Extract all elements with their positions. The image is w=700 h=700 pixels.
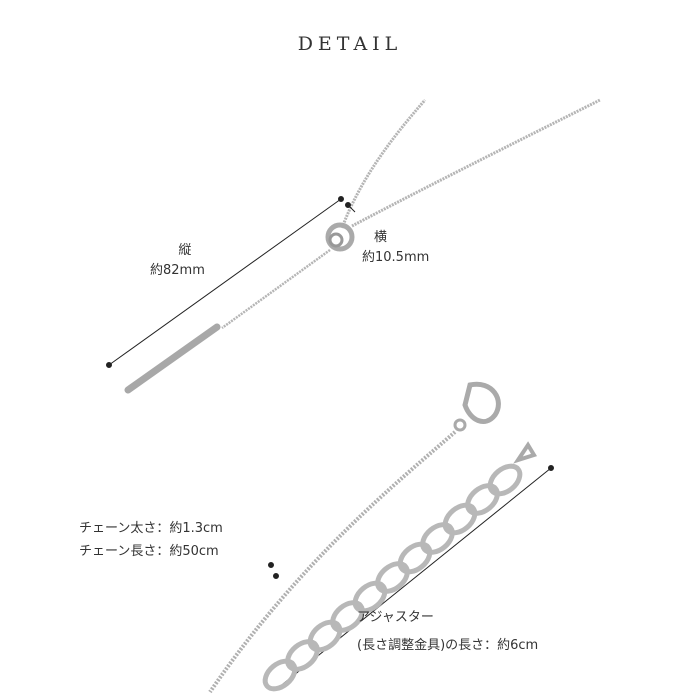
chain-left: [340, 99, 427, 229]
extender-link: [487, 463, 523, 497]
bar-pendant: [124, 323, 221, 394]
vertical-label: 縦: [178, 243, 192, 258]
horizontal-value: 約10.5mm: [362, 250, 430, 265]
drop-tag-icon: [513, 441, 538, 464]
vertical-measure-line: [108, 198, 342, 366]
extender-link: [262, 658, 298, 692]
lobster-clasp-icon: [462, 381, 501, 424]
fine-chain: [208, 430, 457, 694]
vertical-value: 約82mm: [150, 263, 205, 278]
extender-link: [420, 522, 455, 555]
extender-link: [307, 619, 343, 653]
chain-thickness: チェーン太さ：約1.3cm: [79, 521, 223, 536]
adjuster-length: (長さ調整金具)の長さ：約6cm: [357, 638, 539, 653]
chain-spec-label: チェーン太さ：約1.3cm チェーン長さ：約50cm: [79, 517, 223, 563]
pendant-necklace: [124, 98, 601, 394]
chain-right: [351, 98, 601, 228]
horizontal-label: 横: [374, 230, 388, 245]
extender-link: [375, 561, 410, 594]
extender-link: [330, 600, 365, 633]
extender-chain: [262, 463, 523, 692]
adjuster-spec-label: アジャスター (長さ調整金具)の長さ：約6cm: [357, 604, 538, 660]
horizontal-measure-label: 横 約10.5mm: [362, 228, 429, 268]
page-title: DETAIL: [297, 33, 403, 55]
chain-closeup: [208, 381, 538, 694]
drop-chain: [221, 248, 331, 330]
extender-link: [465, 483, 500, 516]
chain-length: チェーン長さ：約50cm: [79, 544, 219, 559]
extender-link: [397, 541, 433, 575]
extender-link: [285, 639, 320, 672]
knot-charm: [325, 222, 355, 252]
extender-link: [352, 580, 388, 614]
adjuster-label: アジャスター: [357, 610, 434, 625]
extender-link: [442, 502, 478, 536]
vertical-measure-label: 縦 約82mm: [150, 241, 205, 281]
